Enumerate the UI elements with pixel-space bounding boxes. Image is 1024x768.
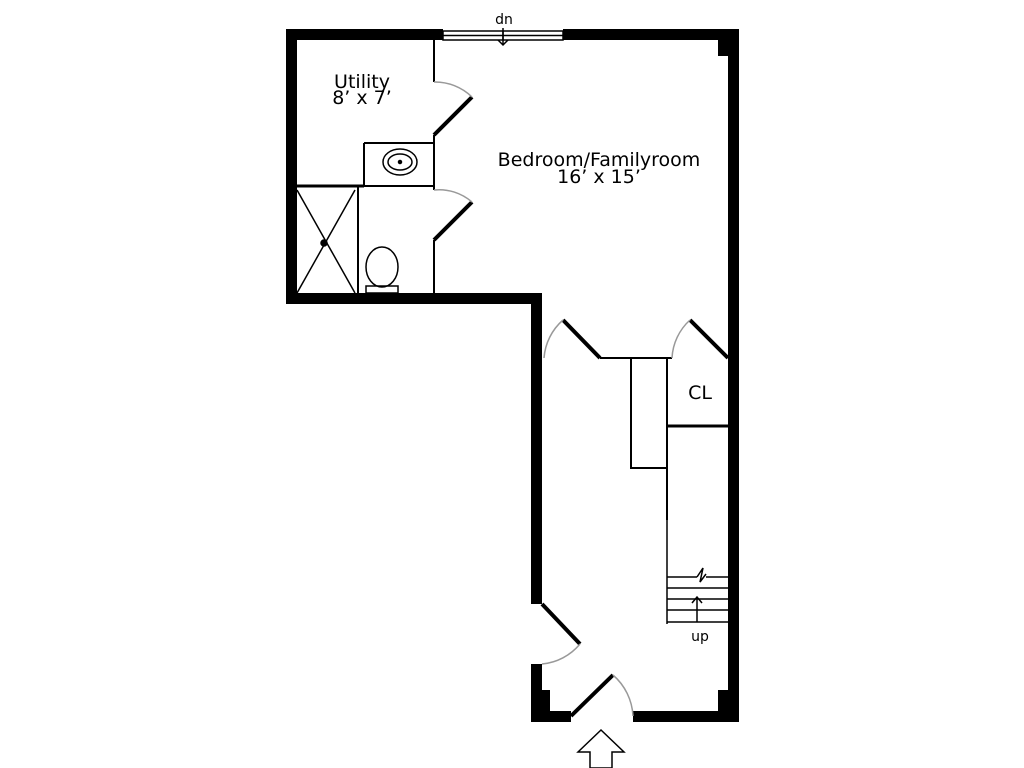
stairs-up-label: up (691, 629, 709, 645)
utility-room-name: Utility (334, 71, 390, 93)
doors (432, 81, 730, 718)
sink (382, 148, 418, 176)
stairs (497, 28, 728, 624)
toilet (365, 246, 399, 294)
bedroom-room-dims: 16’ x 15’ (557, 166, 641, 188)
closet-label: CL (688, 382, 712, 404)
interior-walls (297, 40, 728, 520)
bedroom-room-name: Bedroom/Familyroom (497, 149, 701, 171)
exterior-walls (286, 29, 739, 722)
entry-arrow-icon (576, 728, 626, 768)
shower (296, 189, 356, 294)
stairs-down-label: dn (495, 12, 513, 28)
utility-room-dims: 8’ x 7’ (332, 87, 392, 109)
